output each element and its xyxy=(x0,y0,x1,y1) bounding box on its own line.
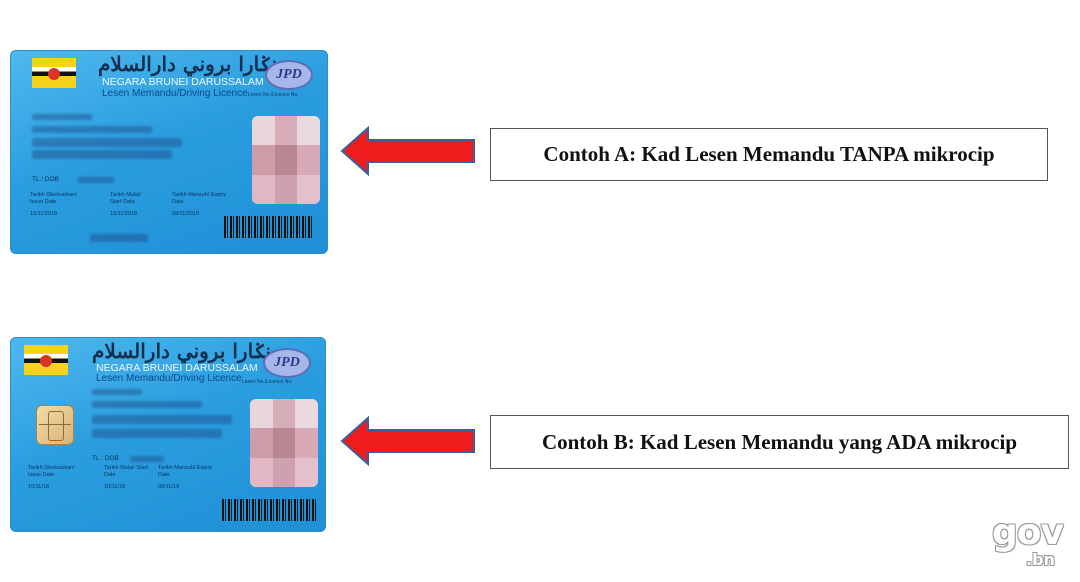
redacted-number xyxy=(90,234,148,242)
photo-placeholder xyxy=(252,116,320,204)
redacted-text xyxy=(32,150,172,159)
redacted-text xyxy=(92,415,232,424)
licence-number-label: Lesen No./Licence No. xyxy=(248,92,299,98)
expiry-date-value: 09/11/2019 xyxy=(172,211,200,217)
example-b-label: Contoh B: Kad Lesen Memandu yang ADA mik… xyxy=(490,415,1069,469)
redacted-dob xyxy=(78,177,114,183)
barcode xyxy=(222,499,318,521)
licence-number-label: Lesen No./Licence No. xyxy=(242,379,293,385)
start-date-label: Tarikh Mulai/ Start Date xyxy=(104,465,149,478)
redacted-text xyxy=(92,429,222,438)
photo-placeholder xyxy=(250,399,318,487)
card-jawi-title: نݢارا بروني دارالسلام xyxy=(98,52,277,76)
redacted-text xyxy=(32,126,152,133)
redacted-text xyxy=(92,389,142,395)
start-date-value: 10/11/2018 xyxy=(110,211,138,217)
redacted-text xyxy=(92,401,202,408)
licence-card-b: نݢارا بروني دارالسلام NEGARA BRUNEI DARU… xyxy=(10,337,326,532)
gov-bn-watermark-logo: gov .bn xyxy=(990,512,1070,572)
example-b-text: Contoh B: Kad Lesen Memandu yang ADA mik… xyxy=(541,429,1018,454)
expiry-date-label: Tarikh Mansuh/ Expiry Date xyxy=(172,192,227,205)
card-subtitle: Lesen Memandu/Driving Licence xyxy=(102,88,248,99)
start-date-value: 10/11/18 xyxy=(104,484,126,490)
brunei-flag-icon xyxy=(24,345,68,375)
expiry-date-label: Tarikh Mansuh/ Expiry Date xyxy=(158,465,213,478)
card-subtitle: Lesen Memandu/Driving Licence xyxy=(96,373,242,384)
microchip-icon xyxy=(36,405,74,445)
example-a-label: Contoh A: Kad Lesen Memandu TANPA mikroc… xyxy=(490,128,1048,181)
issue-date-value: 10/11/18 xyxy=(28,484,50,490)
left-arrow-icon xyxy=(340,126,475,176)
issue-date-label: Tarikh Dikeluarkan/ Issue Date xyxy=(28,465,75,478)
redacted-text xyxy=(32,114,92,120)
jpd-logo: JPD xyxy=(265,60,313,90)
card-jawi-title: نݢارا بروني دارالسلام xyxy=(92,339,271,363)
jpd-logo: JPD xyxy=(263,348,311,378)
dob-label: TL : DOB xyxy=(92,455,119,462)
barcode xyxy=(224,216,314,238)
left-arrow-icon xyxy=(340,416,475,466)
example-a-text: Contoh A: Kad Lesen Memandu TANPA mikroc… xyxy=(543,142,995,166)
redacted-dob xyxy=(130,456,164,462)
expiry-date-value: 09/11/19 xyxy=(158,484,180,490)
redacted-text xyxy=(32,138,182,147)
issue-date-label: Tarikh Dikeluarkan/ Issue Date xyxy=(30,192,77,205)
licence-card-a: نݢارا بروني دارالسلام NEGARA BRUNEI DARU… xyxy=(10,50,328,254)
dob-label: TL / DOB xyxy=(32,176,59,183)
gov-logo-text: gov xyxy=(992,512,1064,553)
brunei-flag-icon xyxy=(32,58,76,88)
start-date-label: Tarikh Mulai/ Start Date xyxy=(110,192,141,205)
issue-date-value: 10/11/2018 xyxy=(30,211,58,217)
bn-logo-text: .bn xyxy=(1026,550,1055,569)
card-country-title: NEGARA BRUNEI DARUSSALAM xyxy=(96,362,258,374)
card-country-title: NEGARA BRUNEI DARUSSALAM xyxy=(102,76,264,88)
